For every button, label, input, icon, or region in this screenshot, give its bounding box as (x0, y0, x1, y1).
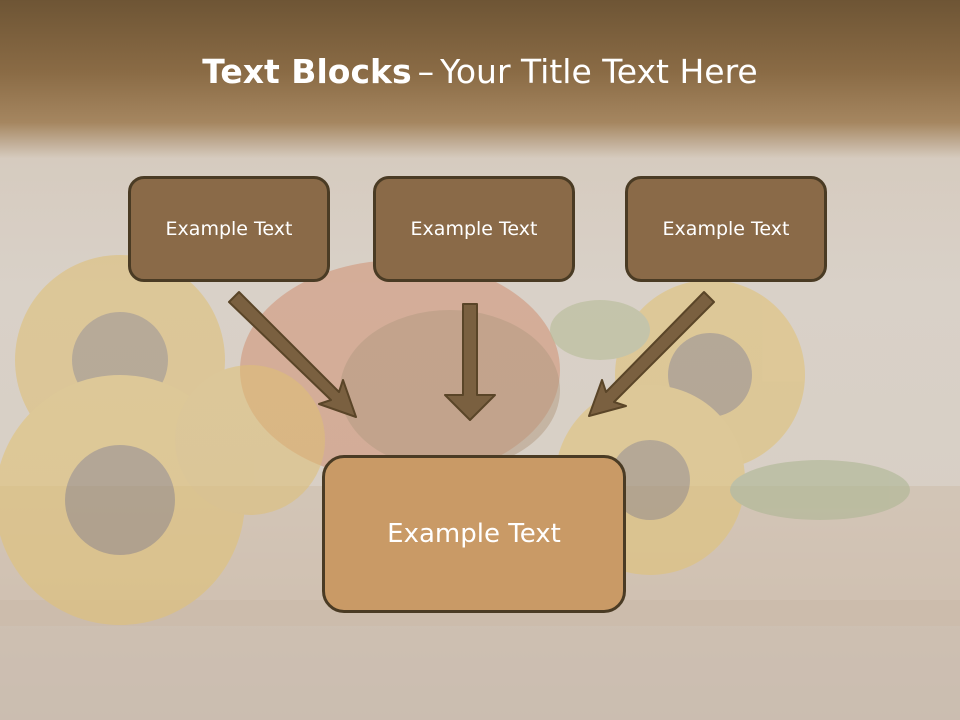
arrow-down-icon (444, 303, 496, 421)
title-bold: Text Blocks (202, 52, 412, 91)
slide-title: Text Blocks–Your Title Text Here (0, 52, 960, 91)
text-block-label: Example Text (410, 218, 538, 240)
text-block-label: Example Text (165, 218, 293, 240)
arrow-left-icon (228, 291, 357, 418)
arrow-right-icon (588, 291, 715, 417)
title-separator: – (417, 52, 435, 91)
result-block-label: Example Text (387, 519, 561, 549)
result-block[interactable]: Example Text (322, 455, 626, 613)
text-block-center[interactable]: Example Text (373, 176, 575, 282)
title-text: Your Title Text Here (440, 52, 758, 91)
text-block-right[interactable]: Example Text (625, 176, 827, 282)
text-block-label: Example Text (662, 218, 790, 240)
text-block-left[interactable]: Example Text (128, 176, 330, 282)
